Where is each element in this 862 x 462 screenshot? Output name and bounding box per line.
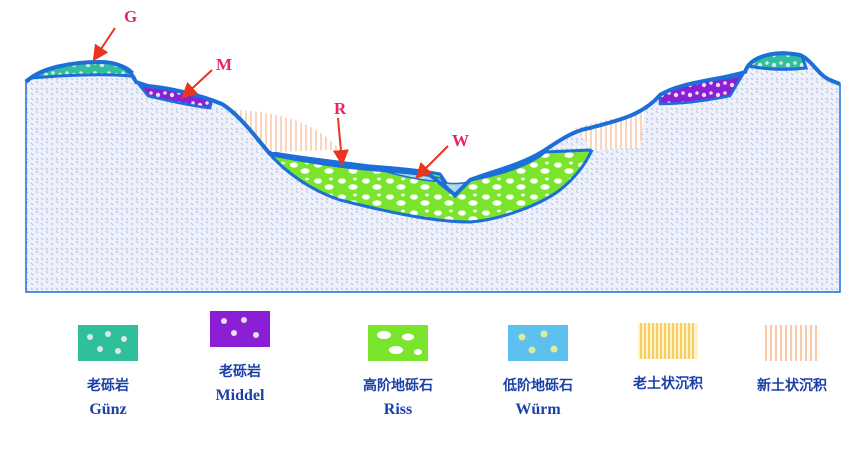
legend-label-en: Riss [383,401,413,418]
label-w: W [452,131,469,150]
legend-item-gunz: 老砾岩 Günz [48,325,168,419]
land-surface-outline [24,51,841,197]
legend-label-cn: 老土状沉积 [633,376,703,392]
legend-swatch-gunz [78,325,138,361]
arrow-w [415,145,449,179]
legend-label-cn: 老砾岩 [219,364,261,380]
label-r: R [334,99,347,118]
legend-item-old-loess: 老土状沉积 [608,323,728,393]
arrow-r [332,117,349,166]
valley-cross-section: G M R W [24,7,841,293]
arrow-g [92,27,116,62]
legend-label-cn: 老砾岩 [87,378,129,394]
legend-label-cn: 新土状沉积 [757,378,827,394]
arrow-m [181,69,213,99]
legend-item-riss: 高阶地砾石 Riss [338,325,458,419]
legend-swatch-middel [210,311,270,347]
legend-swatch-old-loess [638,323,698,359]
legend-item-new-loess: 新土状沉积 [732,325,852,395]
legend-label-en: Middel [215,387,265,404]
legend: 老砾岩 Günz 老砾岩 Middel 高阶地砾石 Riss 低阶地砾石 Wür… [0,311,862,462]
label-m: M [216,55,232,74]
legend-item-middel: 老砾岩 Middel [180,311,300,405]
legend-label-en: Günz [89,401,127,418]
legend-swatch-riss [368,325,428,361]
legend-swatch-new-loess [762,325,822,361]
legend-swatch-wurm [508,325,568,361]
legend-label-cn: 高阶地砾石 [363,378,433,394]
legend-label-cn: 低阶地砾石 [503,378,573,394]
legend-item-wurm: 低阶地砾石 Würm [478,325,598,419]
label-g: G [124,7,137,26]
legend-label-en: Würm [515,401,561,418]
new-loess-deposit-left [232,110,340,152]
